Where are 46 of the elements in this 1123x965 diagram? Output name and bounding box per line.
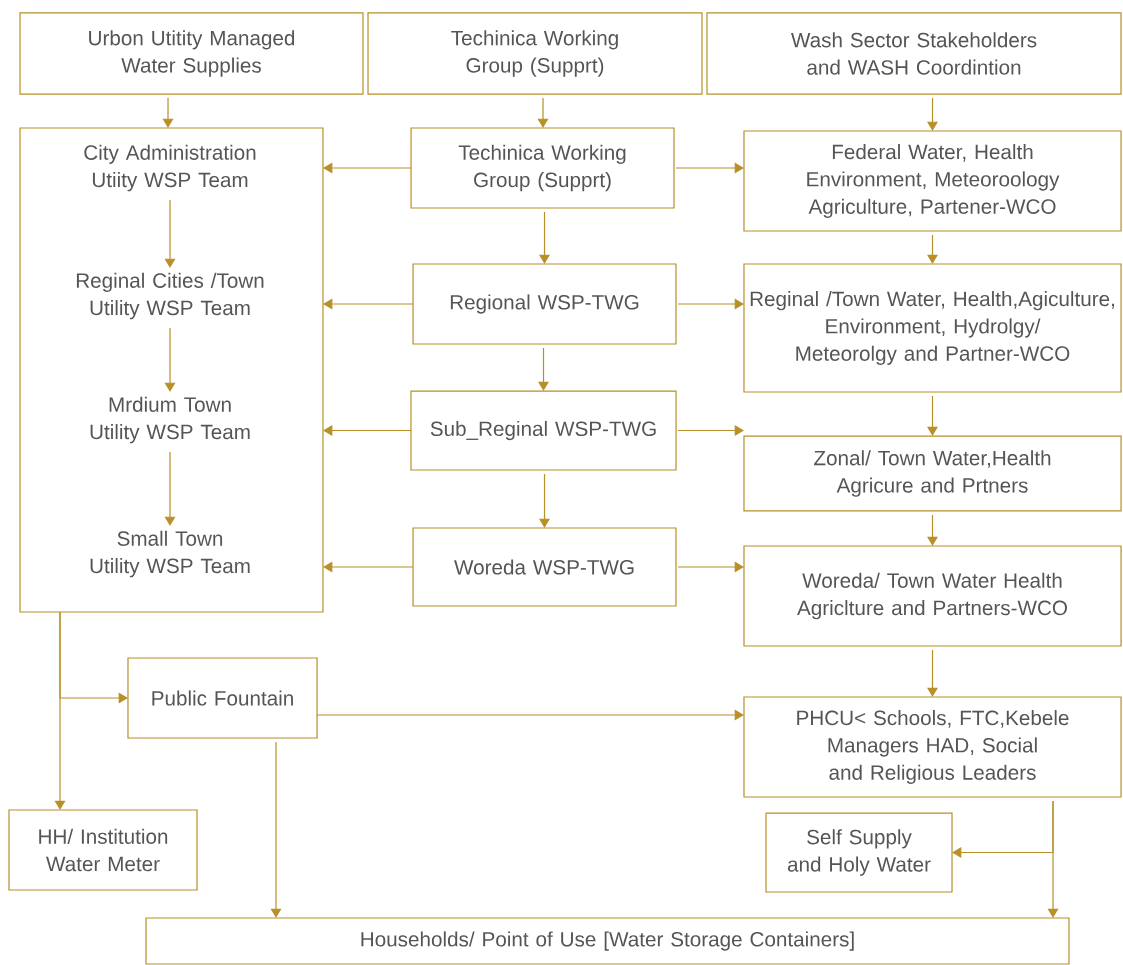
arrow: [323, 561, 414, 573]
arrow: [539, 473, 550, 528]
arrow: [677, 561, 744, 573]
process-box: Zonal/ Town Water,Health Agricure and Prtners: [743, 435, 1122, 512]
arrow: [164, 199, 176, 268]
arrow: [270, 741, 282, 918]
arrow: [164, 451, 176, 526]
process-box: PHCU< Schools, FTC,Kebele Managers HAD, Social and Religious Leaders: [743, 696, 1122, 798]
team-label: Reginal Cities /Town Utility WSP Team: [76, 272, 264, 320]
process-box: Urbon Utitity Managed Water Supplies: [19, 12, 364, 95]
arrow: [675, 162, 744, 174]
process-box: Regional WSP-TWG: [412, 263, 677, 345]
arrow: [323, 162, 412, 174]
arrow: [538, 347, 549, 391]
arrow: [539, 211, 550, 264]
process-box: Households/ Point of Use [Water Storage Containers]: [145, 917, 1070, 965]
team-label: Small Town Utility WSP Team: [90, 530, 250, 578]
arrow: [1047, 800, 1059, 918]
arrow: [927, 649, 938, 697]
process-box: Public Fountain: [127, 657, 318, 739]
arrow: [927, 97, 938, 131]
arrow: [323, 425, 412, 436]
process-box: Woreda WSP-TWG: [412, 527, 677, 607]
process-box: Techinica Working Group (Supprt): [410, 127, 675, 209]
process-box: HH/ Institution Water Meter: [8, 809, 198, 891]
arrow: [677, 425, 744, 436]
team-label: Mrdium Town Utility WSP Team: [90, 396, 250, 444]
process-box: Self Supply and Holy Water: [765, 812, 953, 893]
process-box: Woreda/ Town Water Health Agriclture and Partners-WCO: [743, 545, 1122, 647]
team-label: City Administration Utiity WSP Team: [84, 144, 256, 192]
process-box: Techinica Working Group (Supprt): [367, 12, 703, 95]
arrow: [59, 611, 128, 704]
process-box: Reginal /Town Water, Health,Agiculture, Environment, Hydrolgy/ Meteorolgy and Partner-WCO: [743, 263, 1122, 393]
process-box: Federal Water, Health Environment, Meteoroology Agriculture, Partener-WCO: [743, 130, 1122, 232]
arrow: [927, 234, 938, 264]
arrow: [323, 298, 414, 310]
group-box: [19, 127, 324, 613]
arrow: [162, 97, 174, 128]
process-box: Sub_Reginal WSP-TWG: [410, 390, 677, 471]
arrow: [677, 298, 744, 310]
arrow: [927, 514, 938, 546]
arrow: [927, 395, 938, 436]
arrow: [316, 709, 744, 721]
arrow: [537, 97, 549, 128]
process-box: Wash Sector Stakeholders and WASH Coordintion: [706, 12, 1122, 95]
arrow: [164, 327, 176, 392]
